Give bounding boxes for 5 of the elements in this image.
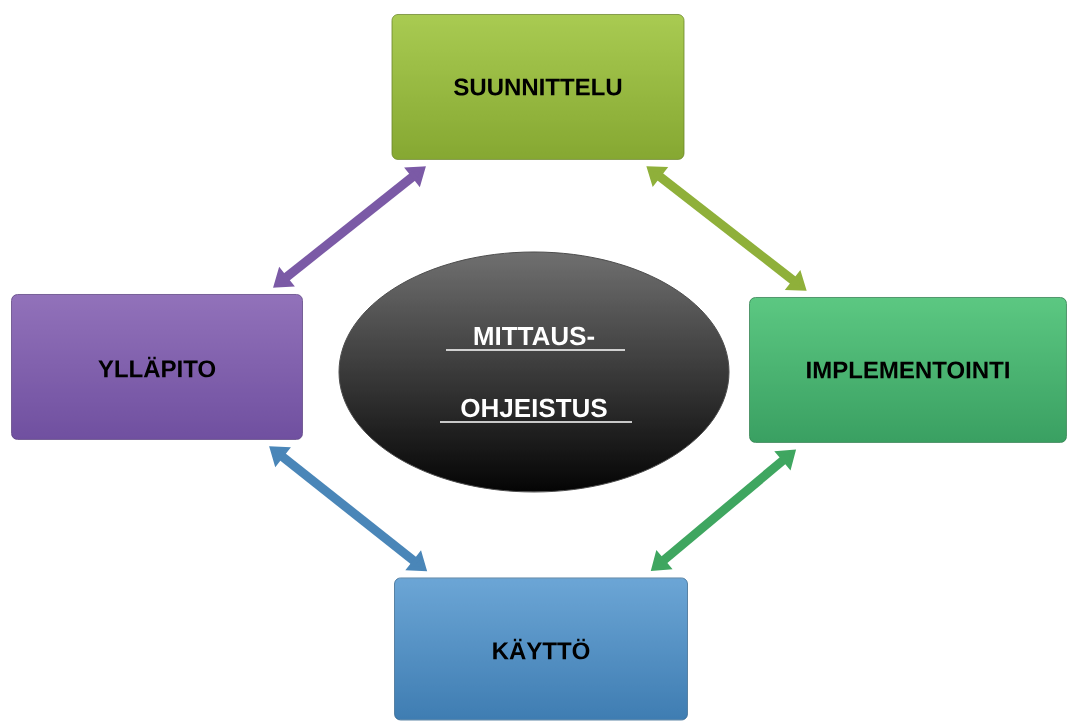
process-box: SUUNNITTELU	[391, 14, 685, 160]
process-box: IMPLEMENTOINTI	[749, 297, 1067, 443]
process-box: KÄYTTÖ	[394, 577, 688, 721]
process-box: YLLÄPITO	[11, 294, 303, 440]
double-arrow	[273, 166, 426, 288]
